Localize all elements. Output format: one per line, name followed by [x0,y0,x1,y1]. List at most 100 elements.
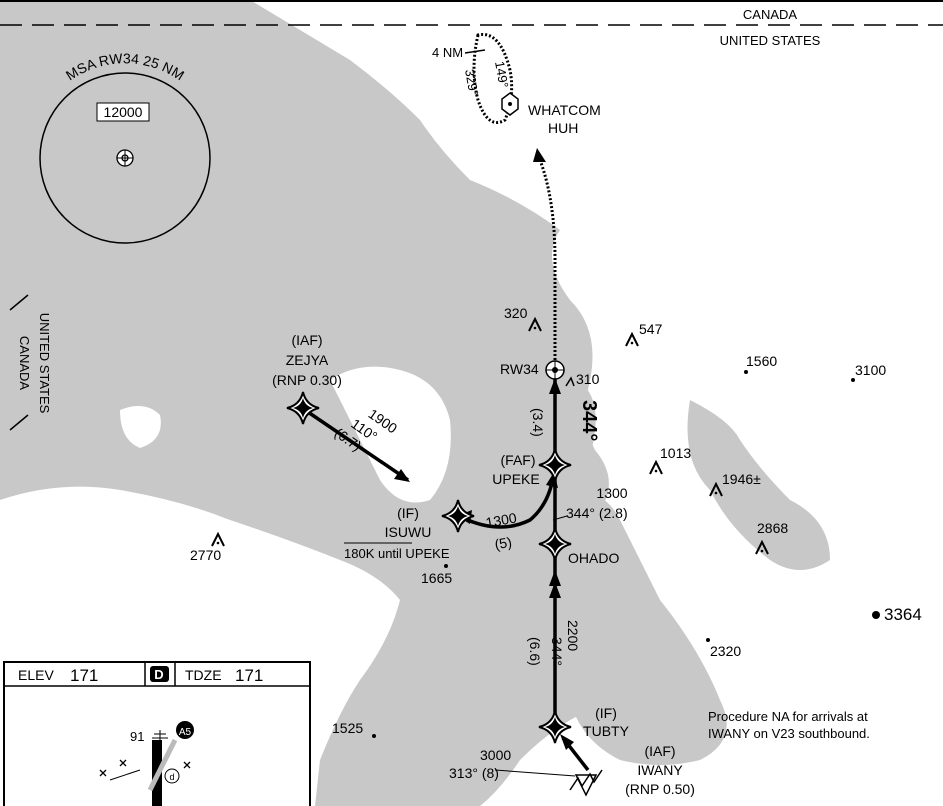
course-zejya-isuwu [304,408,409,482]
obstacle-2320-label: 2320 [710,643,741,659]
border-label-left: UNITED STATES [37,313,52,414]
obstacle-320-label: 320 [504,305,528,321]
water-northeast [250,0,943,806]
obstacle-2868-label: 2868 [757,520,788,536]
obstacle-320: 320 [504,305,542,332]
final-distance: (3.4) [530,408,546,437]
holding-outbound: 329° [462,68,481,97]
arrow-ohado [549,570,561,586]
holding-pattern [472,32,514,124]
isuwu-leg-altitude: 1300 [484,509,518,530]
isuwu-leg-labels: 1300 (5) [484,509,518,553]
holding-inbound-group: 149° [492,60,511,89]
arrow-tubty-leg [560,734,574,750]
taxiway-icon [147,738,178,792]
vor-name: WHATCOM [528,102,601,118]
arrow-rw34 [549,378,561,394]
obstacle-1525: 1525 [332,720,376,738]
obstacle-1525-label: 1525 [332,720,363,736]
ohado-leg-altitude: 1300 [596,485,627,501]
obstacle-2868: 2868 [755,520,788,555]
ohado-name: OHADO [568,550,619,566]
isuwu-leg-distance: (5) [493,534,513,553]
iwany-leg-course: 313° (8) [449,765,499,781]
border-label-us-top: UNITED STATES [720,33,821,48]
note-line2: IWANY on V23 southbound. [708,726,870,741]
missed-arrow [533,148,546,162]
leader-1300 [552,515,568,521]
tubty-leg-distance-group: (6.6) [527,637,543,666]
border-line-left-2 [9,414,29,431]
isuwu-name: ISUWU [385,524,432,540]
ohado-leg-course: 344° (2.8) [566,505,628,521]
holding-inbound: 149° [492,60,511,89]
zejya-name: ZEJYA [286,352,329,368]
rw34-obstacle [565,376,575,387]
obstacle-1946: 1946± [709,471,761,497]
msa-altitude-box [96,102,150,122]
tubty-role: (IF) [595,705,617,721]
obstacle-1560: 1560 [744,353,777,374]
d-label: D [154,667,163,682]
iwany-rnp: (RNP 0.50) [625,781,695,797]
airport-inset: ELEV 171 D TDZE 171 91 A5 d [3,661,311,806]
tubty-leg-altitude: 2200 [565,620,581,651]
holding-distance: 4 NM [432,45,463,60]
obstacle-2320: 2320 [706,638,741,659]
tubty-name: TUBTY [583,723,630,739]
final-course-group: 344° [578,400,600,441]
isuwu-speed-note: 180K until UPEKE [344,546,450,561]
island-southeast [548,493,727,765]
obstacle-2770: 2770 [190,533,225,563]
isuwu-role: (IF) [397,505,419,521]
upeke-name: UPEKE [492,471,539,487]
holding-tick [464,49,486,54]
obstacle-547-label: 547 [639,321,663,337]
final-distance-group: (3.4) [530,408,546,437]
rw34-icon[interactable] [545,360,565,380]
vor-ident: HUH [548,120,578,136]
tdze-value: 171 [235,666,263,685]
iwany-leg-altitude: 3000 [480,747,511,763]
border-line-left [9,294,29,311]
tubty-leg-distance: (6.6) [527,637,543,666]
iwany-role: (IAF) [644,743,675,759]
msa-altitude: 12000 [104,104,143,120]
island-east [687,400,830,570]
tubty-leg-altitude-group: 2200 [565,620,581,651]
upeke-role: (FAF) [501,452,536,468]
arrow-tubty [549,582,561,598]
rw34-name: RW34 [500,361,539,377]
obstacle-1665-label: 1665 [421,570,452,586]
course-isuwu-upeke [462,477,555,529]
tdze-label: TDZE [185,667,222,683]
elev-label: ELEV [18,667,54,683]
final-course: 344° [578,400,600,441]
border-label-canada-left: CANADA [17,336,32,391]
obstacle-1946-label: 1946± [722,471,761,487]
obstacle-1013-label: 1013 [660,445,691,461]
arrow-isuwu [394,469,410,482]
island-upeke [478,373,596,520]
rw34-elev: 310 [576,371,600,387]
small-lake [120,406,161,448]
obstacle-547: 547 [625,321,663,347]
fix-iwany-icon[interactable] [569,769,603,797]
obstacle-3100-label: 3100 [855,362,886,378]
d-small: d [169,772,174,782]
iwany-name: IWANY [637,762,683,778]
tubty-leg-course: 344° [549,637,565,666]
border-label-left-2: CANADA [17,336,32,391]
msa-center-icon [116,149,134,167]
obstacle-1013: 1013 [649,445,691,475]
msa-circle [39,72,211,244]
obstacle-91: 91 [130,729,144,744]
vor-icon [501,92,519,116]
border-label-canada-top: CANADA [743,7,798,22]
obstacle-2770-label: 2770 [190,547,221,563]
a5-badge: A5 [179,727,192,738]
note-line1: Procedure NA for arrivals at [708,709,868,724]
obstacle-1665: 1665 [421,564,452,586]
zejya-rnp: (RNP 0.30) [272,372,342,388]
